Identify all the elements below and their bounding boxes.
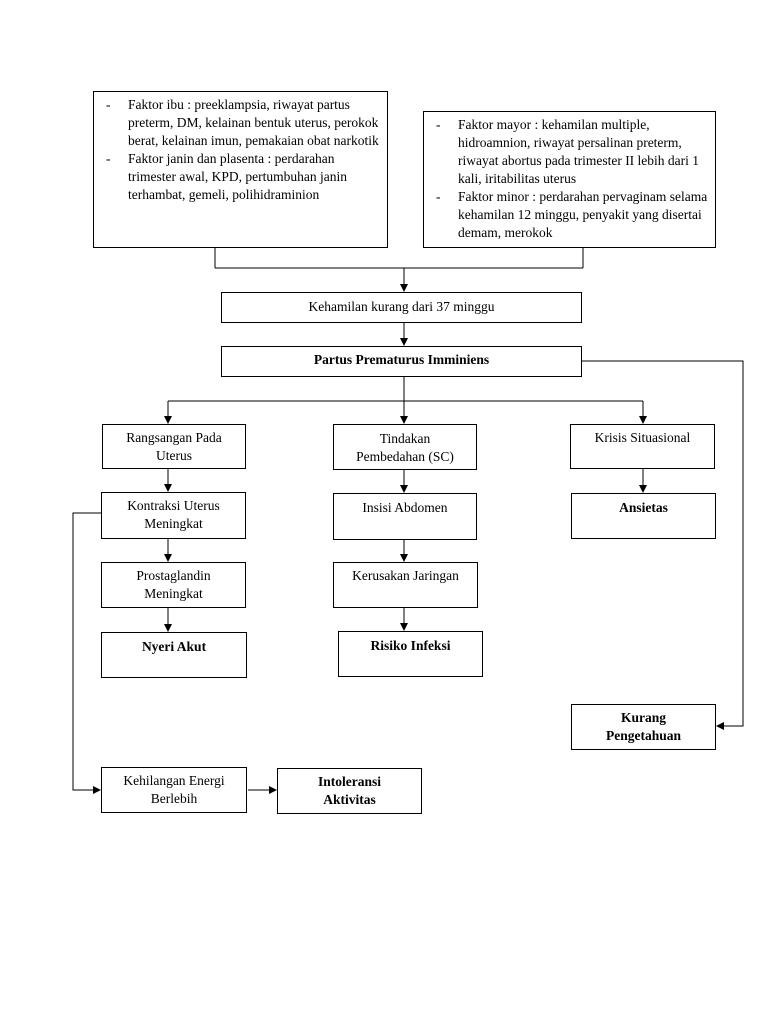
kontraksi-uterus-box: Kontraksi Uterus Meningkat xyxy=(101,492,246,539)
ansietas-box: Ansietas xyxy=(571,493,716,539)
risk-factor-minor: - Faktor minor : perdarahan pervaginam s… xyxy=(436,189,708,240)
risk-factor-janin: - Faktor janin dan plasenta : perdarahan… xyxy=(106,151,347,202)
insisi-abdomen-box: Insisi Abdomen xyxy=(333,493,477,540)
kerusakan-jaringan-box: Kerusakan Jaringan xyxy=(333,562,478,608)
risk-factor-ibu: - Faktor ibu : preeklampsia, riwayat par… xyxy=(106,97,379,148)
intoleransi-aktivitas-box: Intoleransi Aktivitas xyxy=(277,768,422,814)
kehilangan-energi-box: Kehilangan Energi Berlebih xyxy=(101,767,247,813)
krisis-situasional-box: Krisis Situasional xyxy=(570,424,715,469)
tindakan-pembedahan-box: Tindakan Pembedahan (SC) xyxy=(333,424,477,470)
risk-factors-right-box: - Faktor mayor : kehamilan multiple, hid… xyxy=(423,111,716,248)
arrow-to-kurang xyxy=(582,360,744,730)
gestation-box: Kehamilan kurang dari 37 minggu xyxy=(221,292,582,323)
rangsangan-uterus-box: Rangsangan Pada Uterus xyxy=(102,424,246,469)
risk-factor-mayor: - Faktor mayor : kehamilan multiple, hid… xyxy=(436,117,700,186)
kurang-pengetahuan-box: Kurang Pengetahuan xyxy=(571,704,716,750)
main-diagnosis-box: Partus Prematurus Imminiens xyxy=(221,346,582,377)
prostaglandin-box: Prostaglandin Meningkat xyxy=(101,562,246,608)
risk-factors-left-list: - Faktor ibu : preeklampsia, riwayat par… xyxy=(106,96,381,204)
risk-factors-left-box: - Faktor ibu : preeklampsia, riwayat par… xyxy=(93,91,388,248)
risk-factors-right-list: - Faktor mayor : kehamilan multiple, hid… xyxy=(436,116,709,242)
nyeri-akut-box: Nyeri Akut xyxy=(101,632,247,678)
risiko-infeksi-box: Risiko Infeksi xyxy=(338,631,483,677)
arrow-to-kehilangan xyxy=(72,512,101,794)
